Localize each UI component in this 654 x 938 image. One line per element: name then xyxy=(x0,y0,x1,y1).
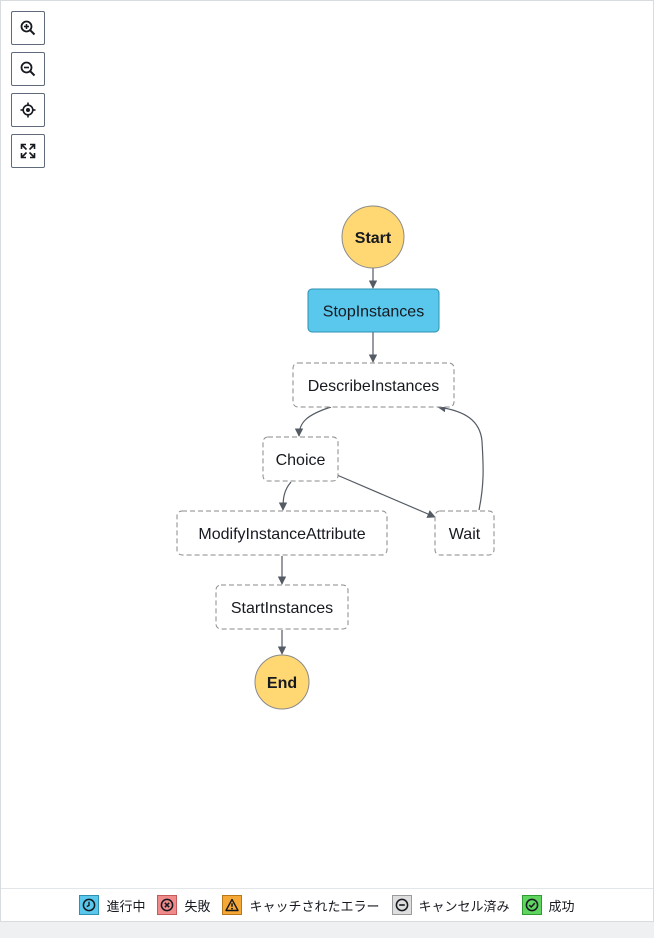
state-wait[interactable]: Wait xyxy=(434,510,495,556)
state-choice[interactable]: Choice xyxy=(262,436,339,482)
check-circle-icon xyxy=(521,895,542,915)
edge-choice-to-modifyinstanceattribute xyxy=(278,481,292,511)
legend-label-in-progress: 進行中 xyxy=(106,898,146,914)
legend-item-cancelled: キャンセル済み xyxy=(391,895,510,915)
workflow-graph: Start StopInstances DescribeInstances Ch… xyxy=(176,205,495,710)
fit-button[interactable] xyxy=(11,134,45,168)
state-modifyinstanceattribute[interactable]: ModifyInstanceAttribute xyxy=(176,510,388,556)
edge-describeinstances-to-choice xyxy=(294,406,332,437)
legend-item-caught-error: キャッチされたエラー xyxy=(222,895,380,915)
state-describeinstances-label: DescribeInstances xyxy=(308,378,440,395)
legend-label-succeeded: 成功 xyxy=(548,898,575,914)
legend-label-caught-error: キャッチされたエラー xyxy=(249,898,380,914)
x-circle-icon xyxy=(157,895,178,915)
status-legend: 進行中 失敗 キャッチされたエラー xyxy=(1,888,653,921)
edge-choice-to-wait xyxy=(336,474,436,518)
legend-item-failed: 失敗 xyxy=(157,895,210,915)
crosshair-icon xyxy=(20,102,36,118)
center-button[interactable] xyxy=(11,93,45,127)
state-modifyinstanceattribute-label: ModifyInstanceAttribute xyxy=(198,526,365,543)
end-node[interactable]: End xyxy=(254,654,310,710)
legend-label-failed: 失敗 xyxy=(184,898,211,914)
minus-circle-icon xyxy=(391,895,412,915)
state-choice-label: Choice xyxy=(276,452,326,469)
state-stopinstances-label: StopInstances xyxy=(323,304,424,321)
zoom-in-button[interactable] xyxy=(11,11,45,45)
legend-item-in-progress: 進行中 xyxy=(79,895,145,915)
legend-label-cancelled: キャンセル済み xyxy=(418,898,510,914)
start-label: Start xyxy=(355,230,392,247)
warning-icon xyxy=(222,895,243,915)
edge-wait-to-describeinstances xyxy=(437,403,484,511)
legend-item-succeeded: 成功 xyxy=(521,895,575,915)
clock-icon xyxy=(79,895,100,915)
start-node[interactable]: Start xyxy=(341,205,405,269)
zoom-out-button[interactable] xyxy=(11,52,45,86)
state-stopinstances[interactable]: StopInstances xyxy=(307,288,440,333)
state-wait-label: Wait xyxy=(449,526,481,543)
edges xyxy=(277,268,484,655)
state-describeinstances[interactable]: DescribeInstances xyxy=(292,362,455,408)
expand-icon xyxy=(20,143,36,159)
zoom-controls xyxy=(11,11,45,168)
state-startinstances-label: StartInstances xyxy=(231,600,333,617)
end-label: End xyxy=(267,675,297,692)
zoom-in-icon xyxy=(20,20,36,36)
state-startinstances[interactable]: StartInstances xyxy=(215,584,349,630)
zoom-out-icon xyxy=(20,61,36,77)
